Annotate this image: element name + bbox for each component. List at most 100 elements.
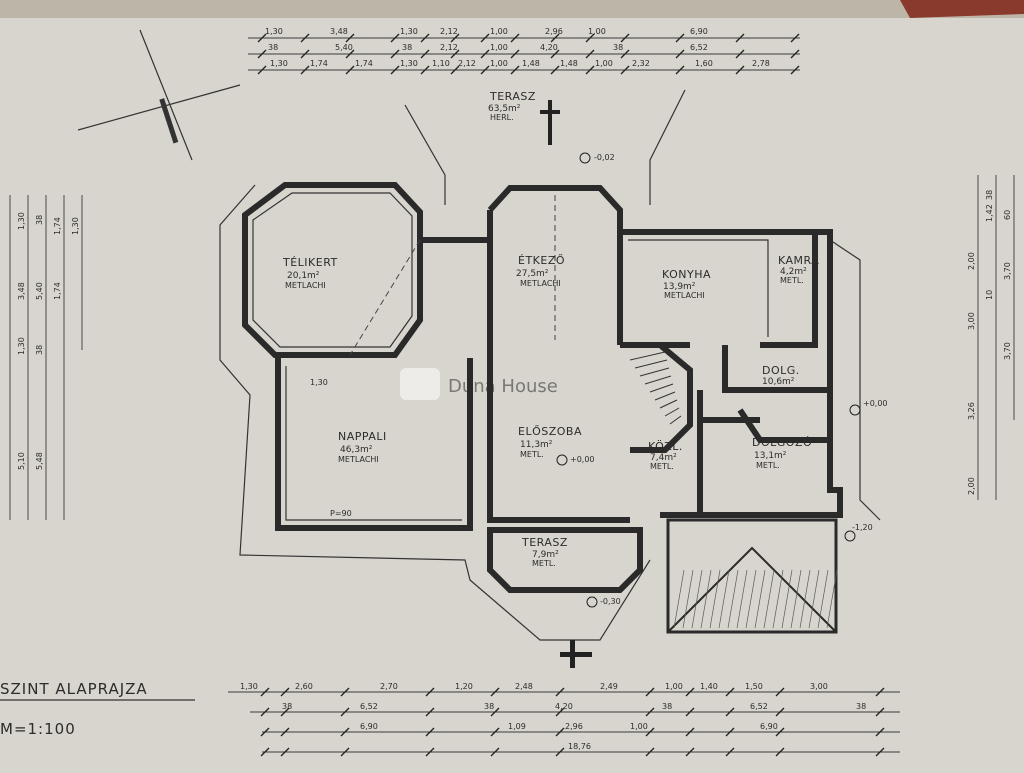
svg-text:-1,20: -1,20 [852,523,873,532]
svg-text:6,52: 6,52 [690,43,708,52]
svg-text:-0,02: -0,02 [594,153,615,162]
svg-text:1,00: 1,00 [665,682,683,691]
room-telikert: TÉLIKERT 20,1m² METLACHI [282,256,338,290]
drawing-scale: M=1:100 [0,720,76,738]
parapet-label: 1,30 [310,378,328,387]
svg-text:1,30: 1,30 [400,59,418,68]
svg-text:+0,00: +0,00 [863,399,888,408]
svg-text:38: 38 [662,702,672,711]
svg-text:ÉTKEZŐ: ÉTKEZŐ [518,253,565,267]
top-terrace-outline [404,89,686,205]
telikert-dashed [349,239,421,356]
svg-text:2,78: 2,78 [752,59,770,68]
svg-text:38: 38 [856,702,866,711]
north-line-2 [139,29,193,161]
svg-text:1,00: 1,00 [595,59,613,68]
svg-text:1,48: 1,48 [560,59,578,68]
svg-text:METL.: METL. [532,559,556,568]
drawing-title: SZINT ALAPRAJZA [0,680,148,698]
room-dolgozo: DOLGOZÓ 13,1m² METL. [752,436,812,470]
svg-text:5,40: 5,40 [35,282,44,300]
svg-text:TÉLIKERT: TÉLIKERT [282,256,338,269]
svg-text:10: 10 [985,290,994,300]
bottom-dimension-lines [228,687,900,757]
svg-text:4,20: 4,20 [540,43,558,52]
room-nappali: NAPPALI 46,3m² METLACHI [338,430,386,464]
svg-text:1,09: 1,09 [508,722,526,731]
svg-text:DOLGOZÓ: DOLGOZÓ [752,436,812,449]
svg-text:5,40: 5,40 [335,43,353,52]
bottom-dims-row3: 6,90 1,09 2,96 1,00 6,90 [360,722,778,731]
svg-text:1,00: 1,00 [490,27,508,36]
svg-text:METL.: METL. [520,450,544,459]
drawing-title-block: SZINT ALAPRAJZA M=1:100 [0,680,195,738]
svg-text:1,30: 1,30 [17,337,26,355]
svg-text:DOLG.: DOLG. [762,364,800,377]
svg-text:2,96: 2,96 [545,27,563,36]
svg-text:2,12: 2,12 [458,59,476,68]
svg-text:4,20: 4,20 [555,702,573,711]
svg-text:27,5m²: 27,5m² [516,269,549,279]
svg-text:1,00: 1,00 [588,27,606,36]
svg-text:1,74: 1,74 [310,59,328,68]
paper-top-edge [0,0,1024,18]
svg-text:38: 38 [35,345,44,355]
axis-marker-bottom-v [570,640,575,668]
svg-text:2,60: 2,60 [295,682,313,691]
svg-text:60: 60 [1003,210,1012,220]
site-outline-right [829,239,881,521]
svg-text:6,52: 6,52 [360,702,378,711]
right-dims: 38 1,42 2,00 3,00 3,26 2,00 10 3,70 60 3… [967,190,1012,495]
svg-text:Duna House: Duna House [448,376,558,397]
svg-text:1,60: 1,60 [695,59,713,68]
top-dims-row3: 1,30 1,74 1,74 1,30 1,10 2,12 1,00 1,48 … [270,59,770,68]
axis-marker-top-v [548,100,552,145]
left-dims: 1,30 3,48 1,30 5,10 38 5,40 38 5,48 1,74… [17,212,80,470]
svg-text:KAMRA: KAMRA [778,254,819,267]
svg-text:1,30: 1,30 [400,27,418,36]
svg-text:2,48: 2,48 [515,682,533,691]
bottom-dims-row1: 1,30 2,60 2,70 1,20 2,48 2,49 1,00 1,40 … [240,682,828,691]
svg-text:1,00: 1,00 [490,43,508,52]
svg-text:2,12: 2,12 [440,43,458,52]
svg-text:7,9m²: 7,9m² [532,550,559,560]
svg-text:METL.: METL. [764,386,788,395]
room-terasz-top: TERASZ 63,5m² HERL. [488,90,535,122]
north-line [77,84,241,131]
top-dims-row1: 1,30 3,48 1,30 2,12 1,00 2,96 1,00 6,90 [265,27,708,36]
svg-text:METL.: METL. [780,276,804,285]
svg-text:TERASZ: TERASZ [521,536,568,549]
stairs [629,351,682,425]
walls [242,182,843,593]
top-dimension-lines [248,33,800,75]
svg-text:63,5m²: 63,5m² [488,104,521,114]
svg-text:38: 38 [268,43,278,52]
svg-text:38: 38 [35,215,44,225]
svg-text:1,10: 1,10 [432,59,450,68]
svg-text:10,6m²: 10,6m² [762,377,795,387]
svg-text:4,2m²: 4,2m² [780,267,807,277]
right-dimension-lines [977,175,1015,500]
room-etkezo: ÉTKEZŐ 27,5m² METLACHI [516,253,565,288]
svg-text:3,48: 3,48 [330,27,348,36]
svg-text:6,90: 6,90 [760,722,778,731]
svg-text:+0,00: +0,00 [570,455,595,464]
room-terasz-bottom: TERASZ 7,9m² METL. [521,536,568,568]
sill-label: P=90 [330,509,352,518]
svg-text:KONYHA: KONYHA [662,268,711,281]
svg-text:2,12: 2,12 [440,27,458,36]
room-konyha: KONYHA 13,9m² METLACHI [662,268,711,300]
room-kozl: KÖZL. 7,4m² METL. [648,440,683,471]
room-eloszoba: ELŐSZOBA 11,3m² METL. [518,424,582,459]
svg-text:ELŐSZOBA: ELŐSZOBA [518,424,582,438]
bottom-total-dim: 18,76 [568,742,591,751]
axis-marker-bottom [560,652,592,657]
svg-text:KÖZL.: KÖZL. [648,440,683,453]
svg-text:2,49: 2,49 [600,682,618,691]
svg-text:1,30: 1,30 [270,59,288,68]
svg-text:20,1m²: 20,1m² [287,271,320,281]
svg-text:1,48: 1,48 [522,59,540,68]
svg-text:METL.: METL. [756,461,780,470]
svg-text:1,30: 1,30 [265,27,283,36]
